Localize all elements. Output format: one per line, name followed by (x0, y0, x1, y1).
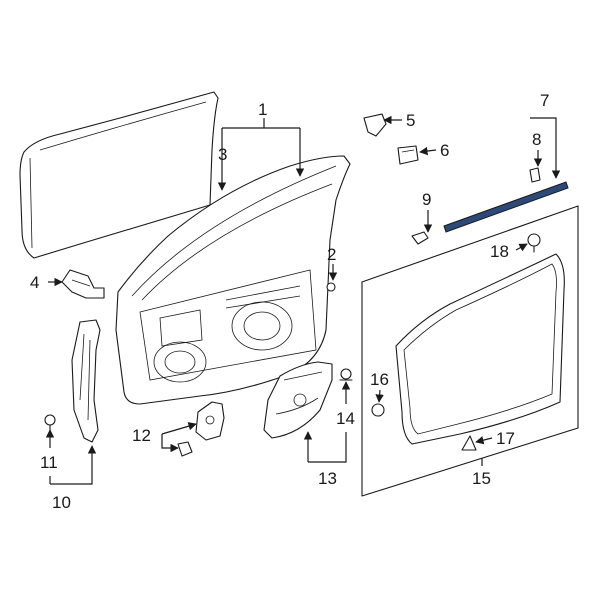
callout-17: 17 (496, 429, 515, 448)
callout-1: 1 (258, 100, 267, 119)
door-frame (115, 155, 351, 405)
reinforcement-panel (71, 319, 101, 443)
callout-3: 3 (218, 145, 227, 164)
callout-4: 4 (30, 273, 39, 292)
clip-17 (461, 435, 477, 451)
leader-lines (45, 115, 561, 485)
clip-9 (411, 231, 429, 245)
clip-18 (527, 233, 541, 253)
bolt-2 (326, 282, 336, 292)
callout-16: 16 (370, 370, 389, 389)
bracket-5 (363, 113, 387, 137)
lock-plate (263, 361, 333, 439)
callout-9: 9 (422, 190, 431, 209)
clip-16 (371, 403, 385, 417)
callout-18: 18 (490, 242, 509, 261)
lock-actuator (177, 401, 225, 457)
callout-10: 10 (52, 493, 71, 512)
switch-6 (397, 145, 419, 165)
clip-11 (44, 414, 56, 433)
weatherstrip-panel (361, 205, 579, 497)
callout-7: 7 (540, 91, 549, 110)
callout-13: 13 (318, 469, 337, 488)
callout-11: 11 (40, 453, 58, 472)
hinge-bracket (61, 269, 105, 299)
callout-6: 6 (440, 141, 449, 160)
callout-14: 14 (336, 409, 355, 428)
callout-5: 5 (406, 111, 415, 130)
callout-12: 12 (132, 426, 151, 445)
callout-8: 8 (532, 130, 541, 149)
callout-2: 2 (327, 245, 336, 264)
callout-15: 15 (472, 469, 491, 488)
screw-14 (339, 368, 353, 381)
clip-8 (529, 167, 541, 183)
belt-molding (443, 181, 569, 233)
callout-labels: 1 2 3 4 5 6 7 8 9 10 11 12 13 14 15 16 1… (30, 91, 549, 512)
